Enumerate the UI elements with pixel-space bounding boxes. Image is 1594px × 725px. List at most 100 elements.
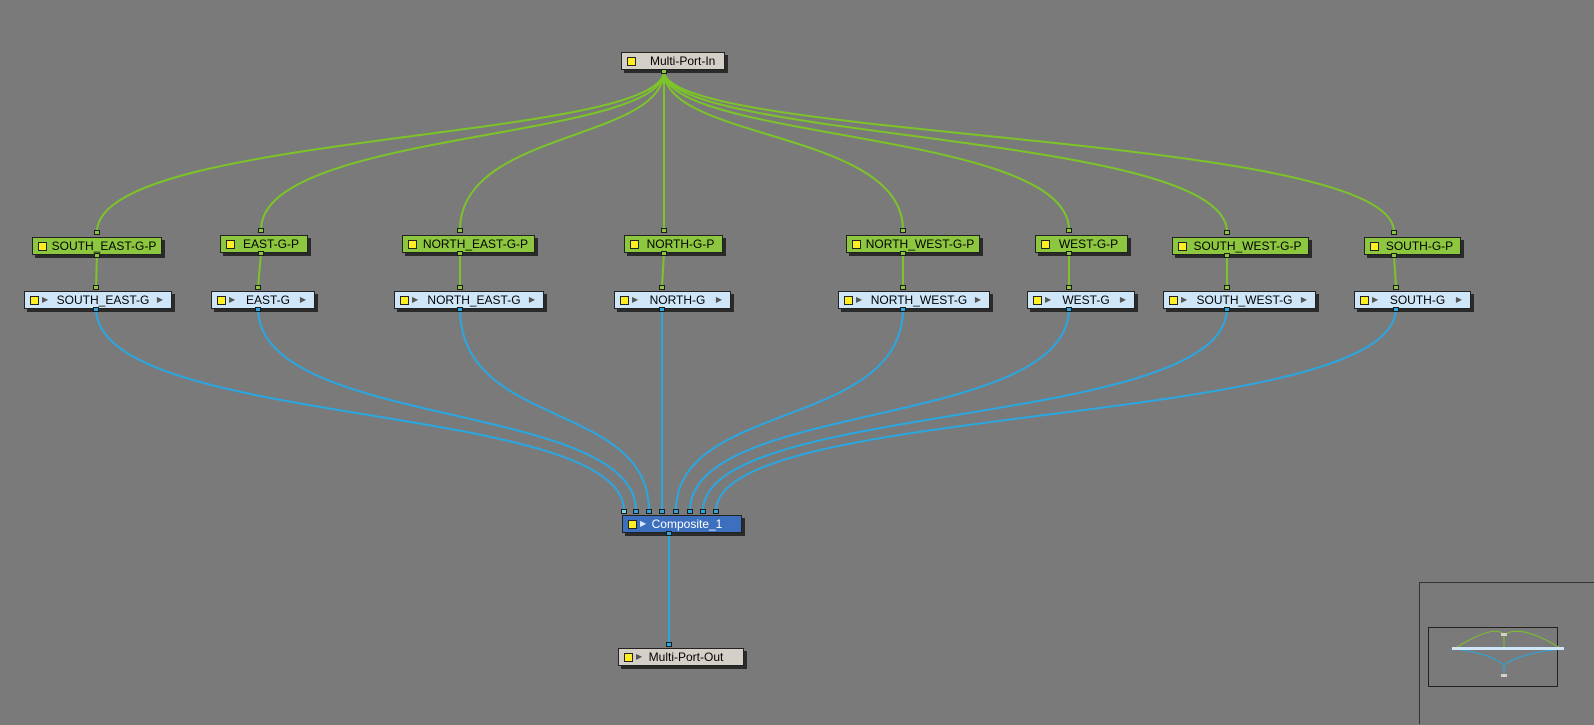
group-node-east[interactable]: ▶ EAST-G ▶ <box>211 291 315 309</box>
port-handle[interactable] <box>1391 253 1397 258</box>
input-arrow-icon: ▶ <box>632 295 639 304</box>
input-arrow-icon: ▶ <box>412 295 419 304</box>
port-handle[interactable] <box>258 228 264 233</box>
navigator-view-frame[interactable] <box>1428 627 1558 687</box>
enter-group-arrow-icon[interactable]: ▶ <box>299 295 306 304</box>
port-handle[interactable] <box>633 509 639 514</box>
enter-group-arrow-icon[interactable]: ▶ <box>156 295 163 304</box>
port-handle[interactable] <box>1066 251 1072 256</box>
port-handle[interactable] <box>457 285 463 290</box>
port-handle[interactable] <box>258 251 264 256</box>
port-handle[interactable] <box>659 285 665 290</box>
group-node-north[interactable]: ▶ NORTH-G ▶ <box>614 291 731 309</box>
port-handle[interactable] <box>1224 307 1230 312</box>
multi-port-in-node[interactable]: Multi-Port-In <box>621 52 725 70</box>
port-handle[interactable] <box>900 307 906 312</box>
port-handle[interactable] <box>659 307 665 312</box>
port-handle[interactable] <box>457 228 463 233</box>
port-handle[interactable] <box>1224 253 1230 258</box>
port-handle[interactable] <box>457 251 463 256</box>
port-handle[interactable] <box>1224 230 1230 235</box>
port-handle[interactable] <box>1224 285 1230 290</box>
enter-group-arrow-icon[interactable]: ▶ <box>528 295 535 304</box>
enter-group-arrow-icon[interactable]: ▶ <box>715 295 722 304</box>
port-handle[interactable] <box>1393 307 1399 312</box>
enter-group-arrow-icon[interactable]: ▶ <box>1300 295 1307 304</box>
peg-node-north-west[interactable]: NORTH_WEST-G-P <box>846 235 980 253</box>
input-arrow-icon: ▶ <box>636 652 643 661</box>
node-toggle-icon[interactable] <box>628 520 637 529</box>
peg-node-west[interactable]: WEST-G-P <box>1035 235 1128 253</box>
peg-node-north[interactable]: NORTH-G-P <box>624 235 723 253</box>
port-handle[interactable] <box>1391 230 1397 235</box>
peg-node-south[interactable]: SOUTH-G-P <box>1364 237 1461 255</box>
port-handle[interactable] <box>666 531 672 536</box>
node-toggle-icon[interactable] <box>1041 240 1050 249</box>
node-toggle-icon[interactable] <box>217 296 226 305</box>
input-arrow-icon: ▶ <box>640 519 647 528</box>
port-handle[interactable] <box>255 285 261 290</box>
node-toggle-icon[interactable] <box>400 296 409 305</box>
port-handle[interactable] <box>687 509 693 514</box>
port-handle[interactable] <box>93 307 99 312</box>
wire <box>663 70 904 231</box>
peg-node-north-east[interactable]: NORTH_EAST-G-P <box>402 235 535 253</box>
port-handle[interactable] <box>1066 285 1072 290</box>
node-toggle-icon[interactable] <box>1169 296 1178 305</box>
node-toggle-icon[interactable] <box>630 240 639 249</box>
composite-node[interactable]: ▶ Composite_1 <box>622 515 742 533</box>
wire <box>689 307 1070 512</box>
port-handle[interactable] <box>661 251 667 256</box>
wire <box>96 70 665 233</box>
port-handle[interactable] <box>673 509 679 514</box>
port-handle[interactable] <box>457 307 463 312</box>
node-toggle-icon[interactable] <box>627 57 636 66</box>
node-toggle-icon[interactable] <box>1178 242 1187 251</box>
port-handle[interactable] <box>255 307 261 312</box>
node-toggle-icon[interactable] <box>1033 296 1042 305</box>
port-handle[interactable] <box>900 228 906 233</box>
enter-group-arrow-icon[interactable]: ▶ <box>974 295 981 304</box>
port-handle[interactable] <box>93 285 99 290</box>
port-handle[interactable] <box>661 69 667 74</box>
port-handle[interactable] <box>659 509 665 514</box>
port-handle[interactable] <box>1393 285 1399 290</box>
port-handle[interactable] <box>1066 228 1072 233</box>
node-toggle-icon[interactable] <box>1370 242 1379 251</box>
node-toggle-icon[interactable] <box>624 653 633 662</box>
multi-port-out-node[interactable]: ▶ Multi-Port-Out <box>618 648 744 666</box>
node-toggle-icon[interactable] <box>1360 296 1369 305</box>
peg-node-south-west[interactable]: SOUTH_WEST-G-P <box>1172 237 1309 255</box>
port-handle[interactable] <box>621 509 627 514</box>
node-toggle-icon[interactable] <box>620 296 629 305</box>
node-toggle-icon[interactable] <box>852 240 861 249</box>
port-handle[interactable] <box>1066 307 1072 312</box>
group-node-north-east[interactable]: ▶ NORTH_EAST-G ▶ <box>394 291 544 309</box>
group-node-south-east[interactable]: ▶ SOUTH_EAST-G ▶ <box>24 291 172 309</box>
node-toggle-icon[interactable] <box>38 242 47 251</box>
peg-node-east[interactable]: EAST-G-P <box>220 235 308 253</box>
port-handle[interactable] <box>94 253 100 258</box>
enter-group-arrow-icon[interactable]: ▶ <box>1119 295 1126 304</box>
port-handle[interactable] <box>900 285 906 290</box>
wire <box>257 252 262 288</box>
node-toggle-icon[interactable] <box>226 240 235 249</box>
group-node-south[interactable]: ▶ SOUTH-G ▶ <box>1354 291 1471 309</box>
port-handle[interactable] <box>94 230 100 235</box>
navigator-thumbnail[interactable] <box>1419 582 1594 724</box>
group-node-west[interactable]: ▶ WEST-G ▶ <box>1027 291 1135 309</box>
group-node-south-west[interactable]: ▶ SOUTH_WEST-G ▶ <box>1163 291 1316 309</box>
port-handle[interactable] <box>666 642 672 647</box>
port-handle[interactable] <box>900 251 906 256</box>
enter-group-arrow-icon[interactable]: ▶ <box>1455 295 1462 304</box>
node-toggle-icon[interactable] <box>844 296 853 305</box>
group-node-north-west[interactable]: ▶ NORTH_WEST-G ▶ <box>838 291 990 309</box>
port-handle[interactable] <box>661 228 667 233</box>
node-toggle-icon[interactable] <box>30 296 39 305</box>
port-handle[interactable] <box>713 509 719 514</box>
port-handle[interactable] <box>700 509 706 514</box>
node-label: EAST-G-P <box>242 237 299 251</box>
node-toggle-icon[interactable] <box>408 240 417 249</box>
port-handle[interactable] <box>646 509 652 514</box>
